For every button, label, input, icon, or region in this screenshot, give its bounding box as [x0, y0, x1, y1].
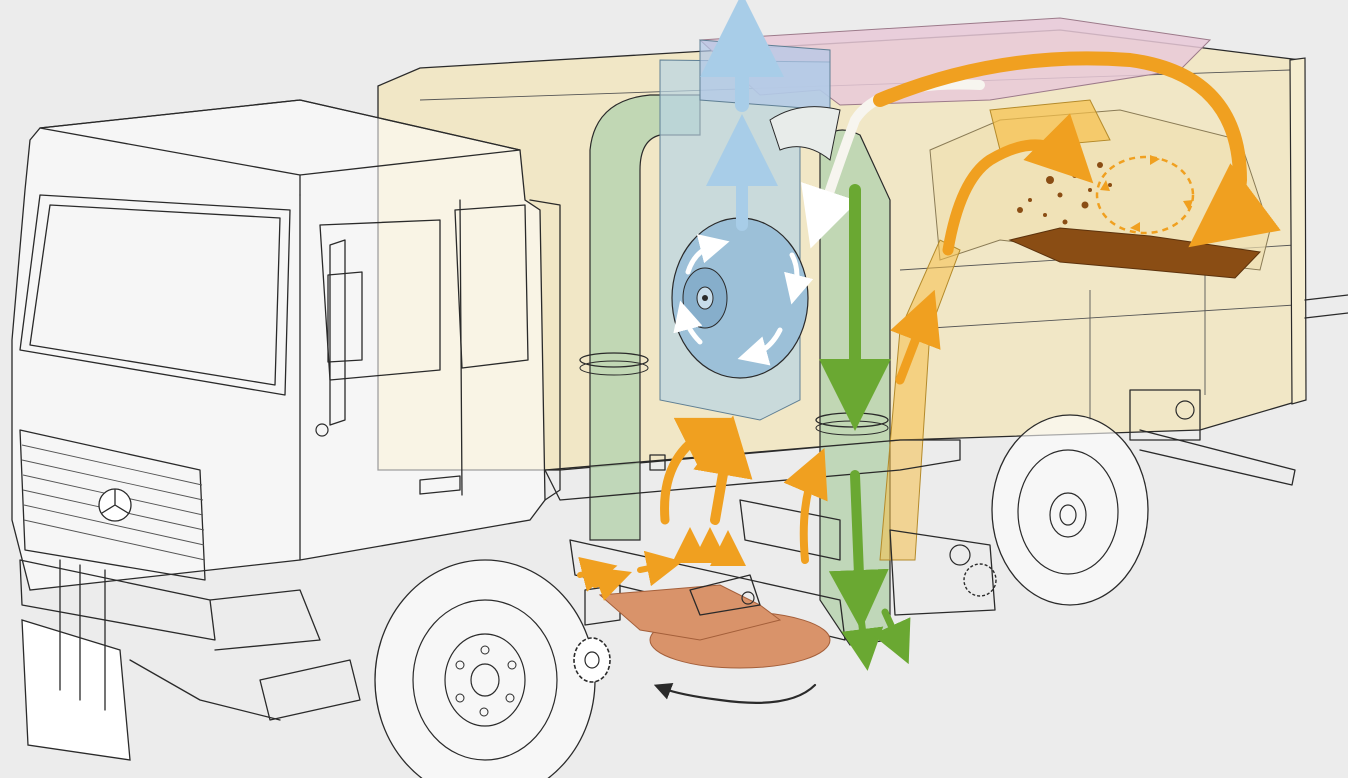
brush-rotation-arrow	[662, 685, 815, 703]
front-wheel	[375, 560, 595, 778]
suction-fan	[672, 218, 808, 378]
outlet-arrow-left	[860, 610, 865, 650]
recirculation-outlet-arrow	[855, 475, 860, 600]
intake-arrows	[580, 545, 728, 585]
